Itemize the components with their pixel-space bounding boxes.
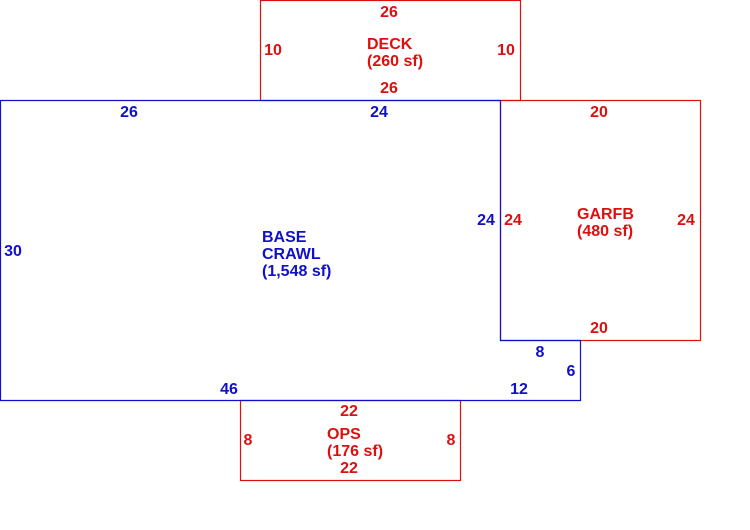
base-name-line1: BASE xyxy=(262,229,307,246)
ops-area-sf: (176 sf) xyxy=(327,443,383,460)
deck-dim-bottom: 26 xyxy=(380,80,398,97)
garfb-area-sf: (480 sf) xyxy=(577,223,633,240)
base-crawl-outline xyxy=(0,99,582,402)
base-dim-notch-top: 8 xyxy=(536,344,545,361)
base-area-sf: (1,548 sf) xyxy=(262,263,331,280)
deck-dim-left: 10 xyxy=(264,42,282,59)
garfb-dim-left: 24 xyxy=(504,212,522,229)
garfb-dim-bottom: 20 xyxy=(590,320,608,337)
ops-dim-right: 8 xyxy=(447,432,456,449)
deck-name: DECK xyxy=(367,36,413,53)
base-dim-left: 30 xyxy=(4,243,22,260)
base-name-line2: CRAWL xyxy=(262,246,321,263)
deck-dim-top: 26 xyxy=(380,4,398,21)
base-dim-notch-right: 6 xyxy=(567,363,576,380)
garfb-dim-top: 20 xyxy=(590,104,608,121)
base-dim-bottom-right: 12 xyxy=(510,381,528,398)
garfb-name: GARFB xyxy=(577,206,634,223)
base-crawl-area: 26 24 30 24 BASE CRAWL (1,548 sf) 8 6 46… xyxy=(0,99,582,402)
ops-dim-bottom: 22 xyxy=(340,460,358,477)
base-dim-right-upper: 24 xyxy=(477,212,495,229)
deck-area: 26 10 10 DECK (260 sf) 26 xyxy=(259,0,522,102)
garfb-dim-right: 24 xyxy=(677,212,695,229)
base-dim-top-right: 24 xyxy=(370,104,388,121)
base-dim-bottom-left: 46 xyxy=(220,381,238,398)
deck-dim-right: 10 xyxy=(497,42,515,59)
garfb-area: 20 24 24 GARFB (480 sf) 20 xyxy=(499,99,702,342)
ops-dim-top: 22 xyxy=(340,403,358,420)
deck-area-sf: (260 sf) xyxy=(367,53,423,70)
ops-name: OPS xyxy=(327,426,361,443)
ops-area: 22 8 8 OPS (176 sf) 22 xyxy=(239,399,462,482)
base-dim-top-left: 26 xyxy=(120,104,138,121)
ops-dim-left: 8 xyxy=(244,432,253,449)
